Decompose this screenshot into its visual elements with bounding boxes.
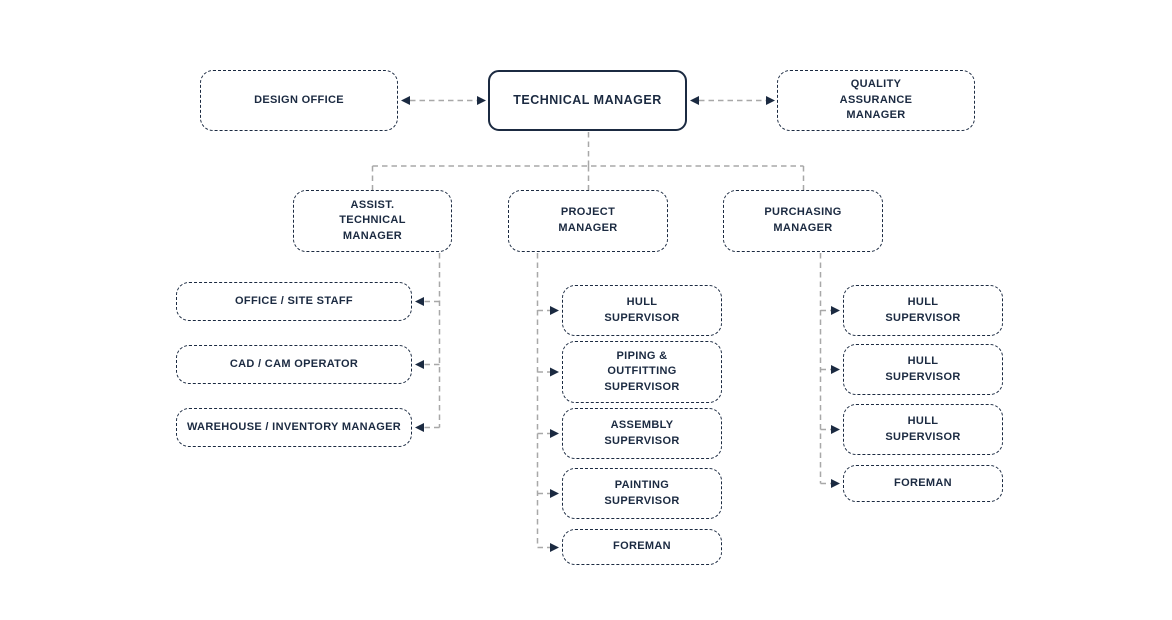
node-label: PURCHASING MANAGER [764, 206, 842, 234]
arrowhead-pm-assembly-supervisor [550, 429, 559, 438]
connector-purchasing-to-supervisors [819, 253, 832, 485]
arrowhead-pm-piping-supervisor [550, 367, 559, 377]
node-design-office: DESIGN OFFICE [200, 70, 398, 131]
node-label: DESIGN OFFICE [254, 93, 344, 106]
connector-assist-to-staff [423, 253, 441, 429]
connector-project-to-supervisors [536, 253, 551, 549]
node-label: HULL SUPERVISOR [885, 295, 961, 324]
node-assist-technical-manager: ASSIST. TECHNICAL MANAGER [293, 190, 452, 252]
arrowhead-pm-hull-supervisor [550, 306, 559, 315]
arrowhead-office-site-staff [415, 297, 424, 306]
node-label: ASSIST. TECHNICAL MANAGER [339, 198, 406, 242]
node-label: PIPING & OUTFITTING SUPERVISOR [604, 349, 680, 393]
arrowhead-pu-hull-supervisor-2 [831, 365, 840, 374]
node-purchasing-manager: PURCHASING MANAGER [723, 190, 883, 252]
node-pu-hull-supervisor-3: HULL SUPERVISOR [843, 404, 1003, 455]
node-pu-foreman: FOREMAN [843, 465, 1003, 502]
arrowhead-right-tm-left [477, 96, 486, 105]
connector-tm-to-managers [371, 132, 805, 190]
node-label: PAINTING SUPERVISOR [604, 478, 680, 507]
node-pm-foreman: FOREMAN [562, 529, 722, 565]
node-label: HULL SUPERVISOR [885, 354, 961, 383]
node-label: TECHNICAL MANAGER [513, 92, 662, 107]
node-label: PROJECT MANAGER [558, 206, 618, 234]
node-label: ASSEMBLY SUPERVISOR [604, 418, 680, 447]
arrowhead-left-tm-right [690, 96, 699, 105]
node-pu-hull-supervisor-1: HULL SUPERVISOR [843, 285, 1003, 336]
node-label: OFFICE / SITE STAFF [235, 294, 353, 307]
node-pm-assembly-supervisor: ASSEMBLY SUPERVISOR [562, 408, 722, 459]
node-label: FOREMAN [894, 476, 952, 489]
arrowhead-warehouse-inventory [415, 423, 424, 432]
node-pm-painting-supervisor: PAINTING SUPERVISOR [562, 468, 722, 519]
node-label: QUALITY ASSURANCE MANAGER [839, 78, 913, 122]
node-warehouse-inventory-manager: WAREHOUSE / INVENTORY MANAGER [176, 408, 412, 447]
arrowhead-cad-cam-operator [415, 360, 424, 369]
node-label: FOREMAN [613, 540, 671, 553]
arrowhead-pm-painting-supervisor [550, 489, 559, 498]
arrowhead-pu-hull-supervisor-1 [831, 306, 840, 315]
node-label: WAREHOUSE / INVENTORY MANAGER [186, 420, 402, 433]
node-office-site-staff: OFFICE / SITE STAFF [176, 282, 412, 321]
node-pu-hull-supervisor-2: HULL SUPERVISOR [843, 344, 1003, 395]
node-label: HULL SUPERVISOR [604, 295, 680, 324]
node-label: CAD / CAM OPERATOR [229, 357, 359, 370]
arrowhead-left-design-office [401, 96, 410, 105]
node-cad-cam-operator: CAD / CAM OPERATOR [176, 345, 412, 384]
arrowhead-pu-hull-supervisor-3 [831, 425, 840, 434]
node-technical-manager: TECHNICAL MANAGER [488, 70, 687, 131]
arrowhead-right-qa-manager [766, 96, 775, 105]
node-quality-assurance-manager: QUALITY ASSURANCE MANAGER [777, 70, 975, 131]
node-pm-piping-outfitting-supervisor: PIPING & OUTFITTING SUPERVISOR [562, 341, 722, 403]
arrowhead-pu-foreman [831, 479, 840, 488]
arrowhead-pm-foreman [550, 543, 559, 552]
node-pm-hull-supervisor: HULL SUPERVISOR [562, 285, 722, 336]
node-project-manager: PROJECT MANAGER [508, 190, 668, 252]
arrowheads [401, 96, 840, 552]
node-label: HULL SUPERVISOR [885, 414, 961, 443]
